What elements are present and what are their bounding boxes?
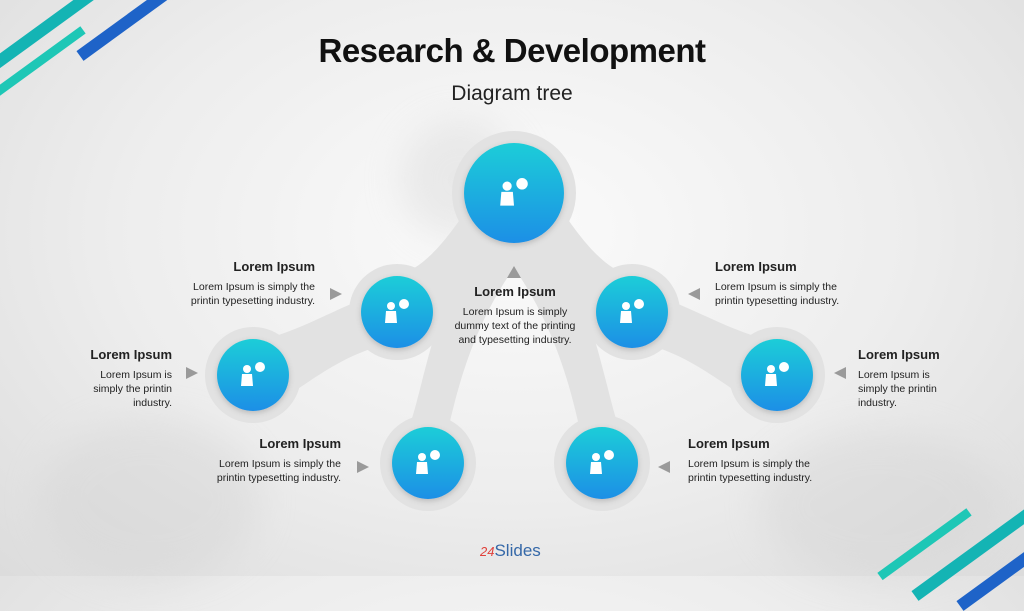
item-text-line: printin typesetting industry. bbox=[715, 295, 839, 307]
logo-number: 24 bbox=[480, 544, 494, 559]
item-text-line: simply the printin bbox=[93, 383, 172, 395]
item-text-line: Lorem Ipsum is simply the bbox=[688, 458, 810, 470]
item-text-line: Lorem Ipsum is bbox=[858, 369, 930, 381]
item-label-left-upper: Lorem Ipsum Lorem Ipsum is simply the pr… bbox=[165, 260, 315, 308]
diagram-node bbox=[729, 327, 825, 423]
pointer-arrow-icon bbox=[658, 461, 670, 473]
item-text-line: printin typesetting industry. bbox=[217, 472, 341, 484]
item-text-line: industry. bbox=[133, 397, 172, 409]
pointer-arrow-icon bbox=[330, 288, 342, 300]
center-text-line: and typesetting industry. bbox=[458, 334, 571, 346]
item-label-right-upper: Lorem Ipsum Lorem Ipsum is simply the pr… bbox=[715, 260, 865, 308]
diagram-node bbox=[349, 264, 445, 360]
diagram-node bbox=[554, 415, 650, 511]
item-heading: Lorem Ipsum bbox=[858, 348, 958, 362]
brand-logo: 24Slides bbox=[480, 541, 541, 561]
item-label-left-middle: Lorem Ipsum Lorem Ipsum is simply the pr… bbox=[72, 348, 172, 410]
item-text-line: industry. bbox=[858, 397, 897, 409]
diagram-node bbox=[584, 264, 680, 360]
center-text-line: Lorem Ipsum is simply bbox=[463, 306, 567, 318]
pointer-arrow-icon bbox=[186, 367, 198, 379]
item-label-right-lower: Lorem Ipsum Lorem Ipsum is simply the pr… bbox=[688, 437, 839, 485]
diagram-node bbox=[380, 415, 476, 511]
item-heading: Lorem Ipsum bbox=[190, 437, 341, 451]
center-label: Lorem Ipsum Lorem Ipsum is simply dummy … bbox=[440, 285, 590, 347]
pointer-arrow-icon bbox=[688, 288, 700, 300]
diagram-node bbox=[452, 131, 576, 255]
item-label-left-lower: Lorem Ipsum Lorem Ipsum is simply the pr… bbox=[190, 437, 341, 485]
item-text-line: Lorem Ipsum is simply the bbox=[715, 281, 837, 293]
item-text-line: Lorem Ipsum is bbox=[100, 369, 172, 381]
item-heading: Lorem Ipsum bbox=[165, 260, 315, 274]
center-text-line: dummy text of the printing bbox=[455, 320, 576, 332]
item-text-line: simply the printin bbox=[858, 383, 937, 395]
item-heading: Lorem Ipsum bbox=[688, 437, 839, 451]
item-text-line: printin typesetting industry. bbox=[191, 295, 315, 307]
item-heading: Lorem Ipsum bbox=[715, 260, 865, 274]
item-text-line: printin typesetting industry. bbox=[688, 472, 812, 484]
pointer-arrow-icon bbox=[357, 461, 369, 473]
center-heading: Lorem Ipsum bbox=[440, 285, 590, 299]
item-text-line: Lorem Ipsum is simply the bbox=[219, 458, 341, 470]
logo-name: Slides bbox=[494, 541, 540, 560]
pointer-arrow-icon bbox=[834, 367, 846, 379]
diagram-node bbox=[205, 327, 301, 423]
item-heading: Lorem Ipsum bbox=[72, 348, 172, 362]
item-text-line: Lorem Ipsum is simply the bbox=[193, 281, 315, 293]
item-label-right-middle: Lorem Ipsum Lorem Ipsum is simply the pr… bbox=[858, 348, 958, 410]
